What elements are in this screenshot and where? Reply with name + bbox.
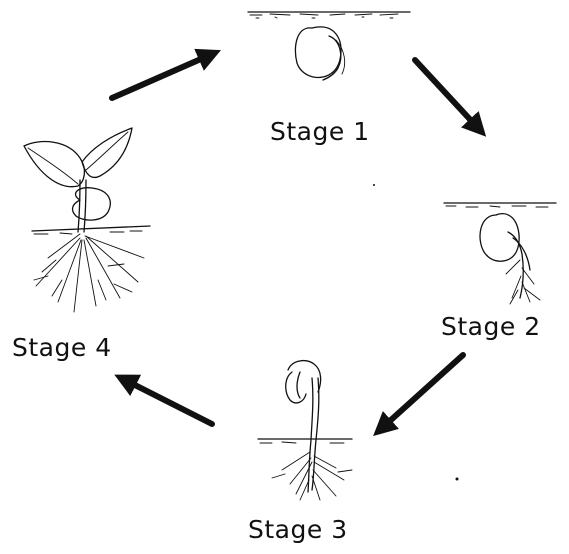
stage3-label: Stage 3 [248,515,348,544]
arrow-stage1-to-stage2 [415,60,478,128]
stage2-label: Stage 2 [441,312,541,341]
stage2-seed-illustration [444,203,556,304]
stage1-label: Stage 1 [270,117,370,146]
stage3-seedling-illustration [258,361,352,500]
ink-speck [373,184,375,186]
arrow-stage4-to-stage1 [112,55,210,98]
arrow-stage3-to-stage4 [125,380,212,424]
arrow-stage2-to-stage3 [382,355,463,428]
stage4-plant-illustration [24,128,150,312]
stage1-seed-illustration [248,12,410,80]
ink-speck [456,478,459,481]
stage4-label: Stage 4 [12,333,112,362]
